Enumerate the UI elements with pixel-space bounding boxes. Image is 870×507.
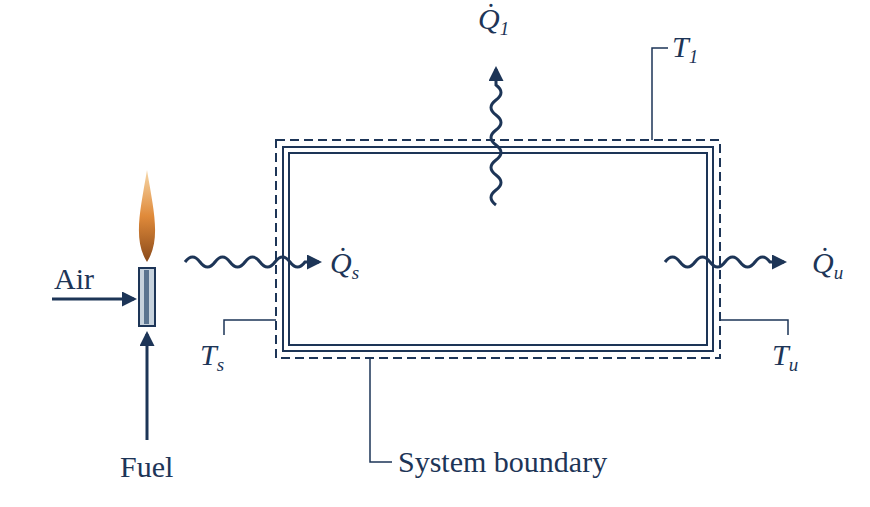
burner	[139, 268, 155, 326]
leader-line	[370, 358, 392, 462]
burner-shade	[144, 270, 149, 324]
subscript: 1	[689, 46, 699, 67]
inlet-label: Fuel	[120, 450, 173, 483]
subscript: u	[789, 354, 799, 375]
leader-line	[224, 320, 276, 335]
temperature-symbol: Ts	[200, 338, 224, 371]
heat-rate-symbol: Q̇u	[812, 246, 843, 279]
leader-line	[652, 48, 668, 140]
boundary-label: System boundary	[398, 445, 607, 478]
heat-arrow	[491, 69, 501, 205]
subscript: 1	[500, 18, 510, 39]
subscript: s	[352, 262, 359, 283]
leader-line	[720, 320, 788, 335]
heat-rate-symbol: Q̇s	[330, 246, 359, 279]
flame	[139, 170, 155, 262]
temperature-symbol: T1	[672, 30, 698, 63]
heat-rate-symbol: Q̇1	[478, 2, 509, 35]
inlet-label: Air	[54, 262, 94, 295]
heat-arrow	[665, 257, 784, 267]
wall-inner	[289, 153, 707, 345]
temperature-symbol: Tu	[772, 338, 798, 371]
heat-arrow	[185, 257, 319, 267]
system-boundary-line	[276, 140, 720, 358]
subscript: u	[834, 262, 844, 283]
fuel-arrow	[146, 334, 149, 440]
air-arrow	[52, 298, 134, 301]
subscript: s	[217, 354, 224, 375]
